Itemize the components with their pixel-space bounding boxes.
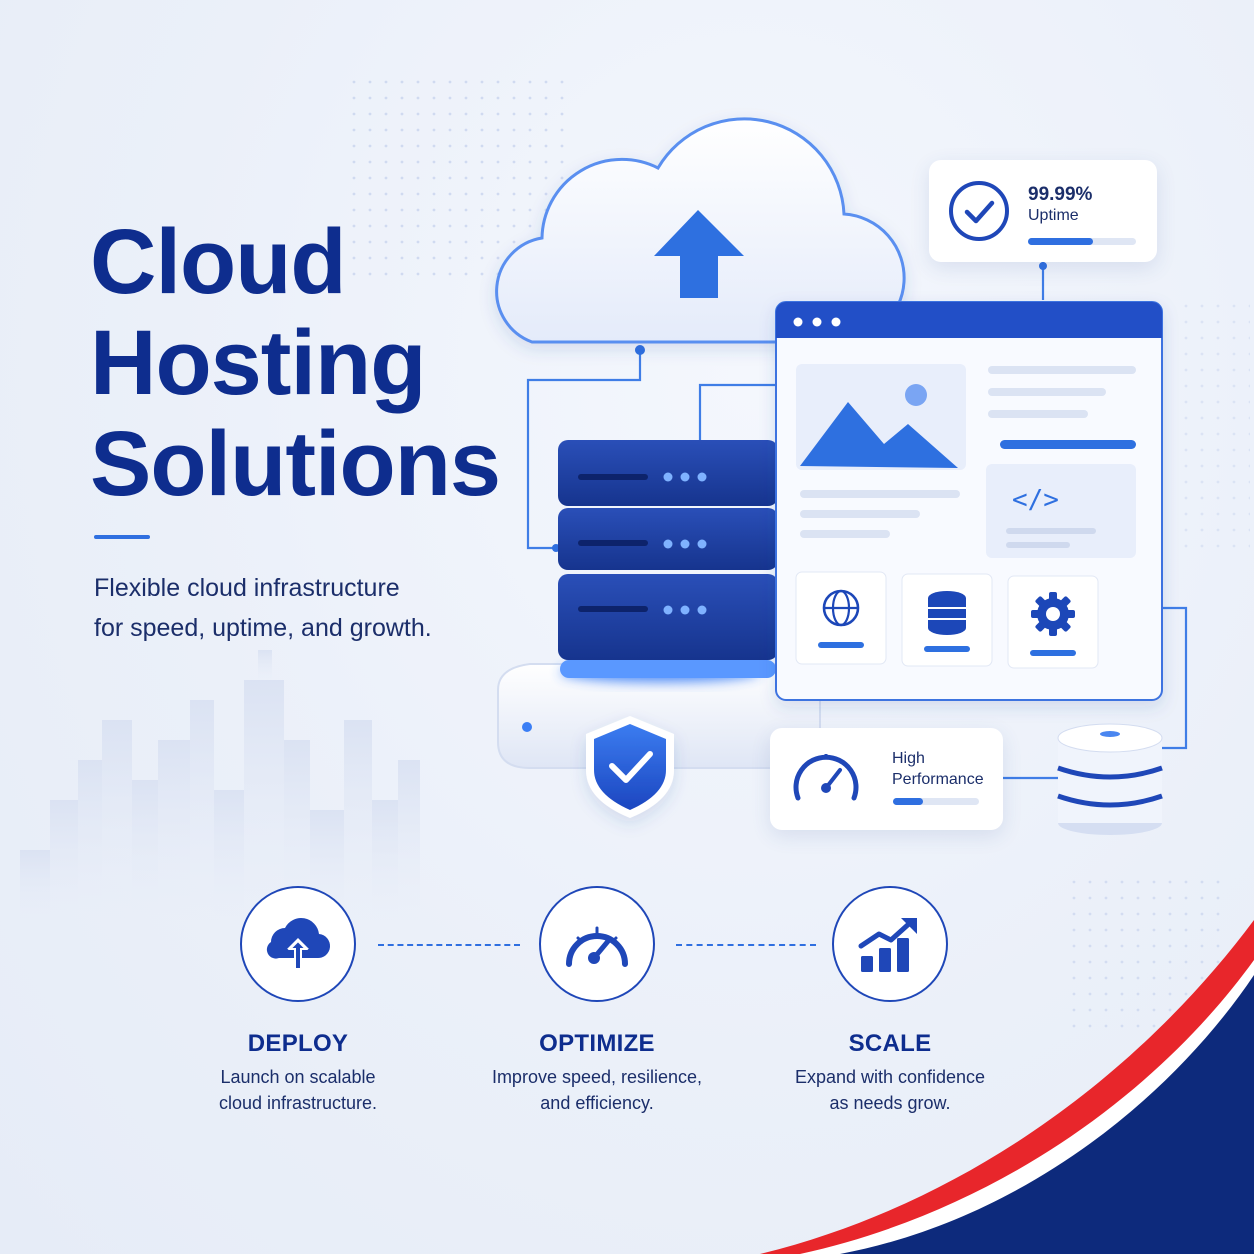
feature-title: SCALE: [848, 1030, 932, 1057]
check-circle-icon: [949, 181, 1009, 241]
feature-desc-line: Improve speed, resilience,: [491, 1067, 703, 1087]
uptime-bar: [1028, 238, 1136, 245]
svg-text:</>: </>: [1012, 485, 1059, 515]
city-skyline-decoration: [20, 650, 420, 920]
performance-bar-fill: [893, 798, 924, 805]
subtitle: Flexible cloud infrastructure for speed,…: [94, 568, 514, 648]
performance-card: High Performance: [770, 728, 1003, 830]
feature-desc-line: Expand with confidence: [794, 1067, 986, 1087]
security-shield-icon: [586, 716, 674, 818]
uptime-card: 99.99% Uptime: [929, 160, 1157, 262]
feature-title: DEPLOY: [247, 1030, 349, 1057]
feature-title: OPTIMIZE: [539, 1030, 655, 1057]
growth-chart-icon: [858, 918, 917, 972]
globe-tile: [795, 571, 887, 665]
performance-text: High Performance: [892, 748, 984, 790]
feature-desc-line: cloud infrastructure.: [218, 1093, 378, 1113]
feature-scale: SCALE Expand with confidence as needs gr…: [760, 886, 1020, 1116]
feature-desc-line: Launch on scalable: [220, 1067, 376, 1087]
browser-window: </>: [775, 301, 1163, 701]
cloud-upload-graphic: [495, 117, 906, 344]
performance-bar: [893, 798, 979, 805]
uptime-text: 99.99% Uptime: [1028, 184, 1092, 226]
performance-label-line: Performance: [892, 771, 984, 788]
gear-tile: [1007, 575, 1099, 669]
feature-desc-line: as needs grow.: [829, 1093, 951, 1113]
feature-description: Launch on scalable cloud infrastructure.: [168, 1064, 428, 1116]
cloud-upload-icon: [266, 918, 331, 970]
uptime-bar-fill: [1028, 238, 1093, 245]
uptime-value: 99.99%: [1028, 184, 1093, 205]
hosting-illustration: </>: [495, 117, 1188, 835]
feature-connector-dash: [378, 944, 520, 946]
title-line: Cloud: [90, 211, 347, 313]
performance-label-line: High: [892, 750, 925, 767]
title-line: Solutions: [90, 413, 501, 515]
title-line: Hosting: [90, 312, 426, 414]
feature-description: Improve speed, resilience, and efficienc…: [467, 1064, 727, 1116]
feature-desc-line: and efficiency.: [540, 1093, 654, 1113]
speedometer-icon: [566, 926, 628, 967]
server-stack: [558, 440, 778, 660]
server-base-platform: [497, 660, 821, 769]
feature-deploy: DEPLOY Launch on scalable cloud infrastr…: [168, 886, 428, 1116]
scale-icon-circle: [832, 886, 948, 1002]
feature-description: Expand with confidence as needs grow.: [760, 1064, 1020, 1116]
page-title: Cloud Hosting Solutions: [90, 211, 501, 515]
feature-connector-dash: [676, 944, 816, 946]
title-divider: [94, 535, 150, 539]
subtitle-line: for speed, uptime, and growth.: [94, 614, 432, 642]
uptime-label: Uptime: [1028, 207, 1079, 224]
feature-optimize: OPTIMIZE Improve speed, resilience, and …: [467, 886, 727, 1116]
storage-cylinder: [1057, 723, 1163, 835]
optimize-icon-circle: [539, 886, 655, 1002]
subtitle-line: Flexible cloud infrastructure: [94, 574, 400, 602]
speedometer-icon: [793, 754, 859, 801]
deploy-icon-circle: [240, 886, 356, 1002]
database-tile: [901, 573, 993, 667]
